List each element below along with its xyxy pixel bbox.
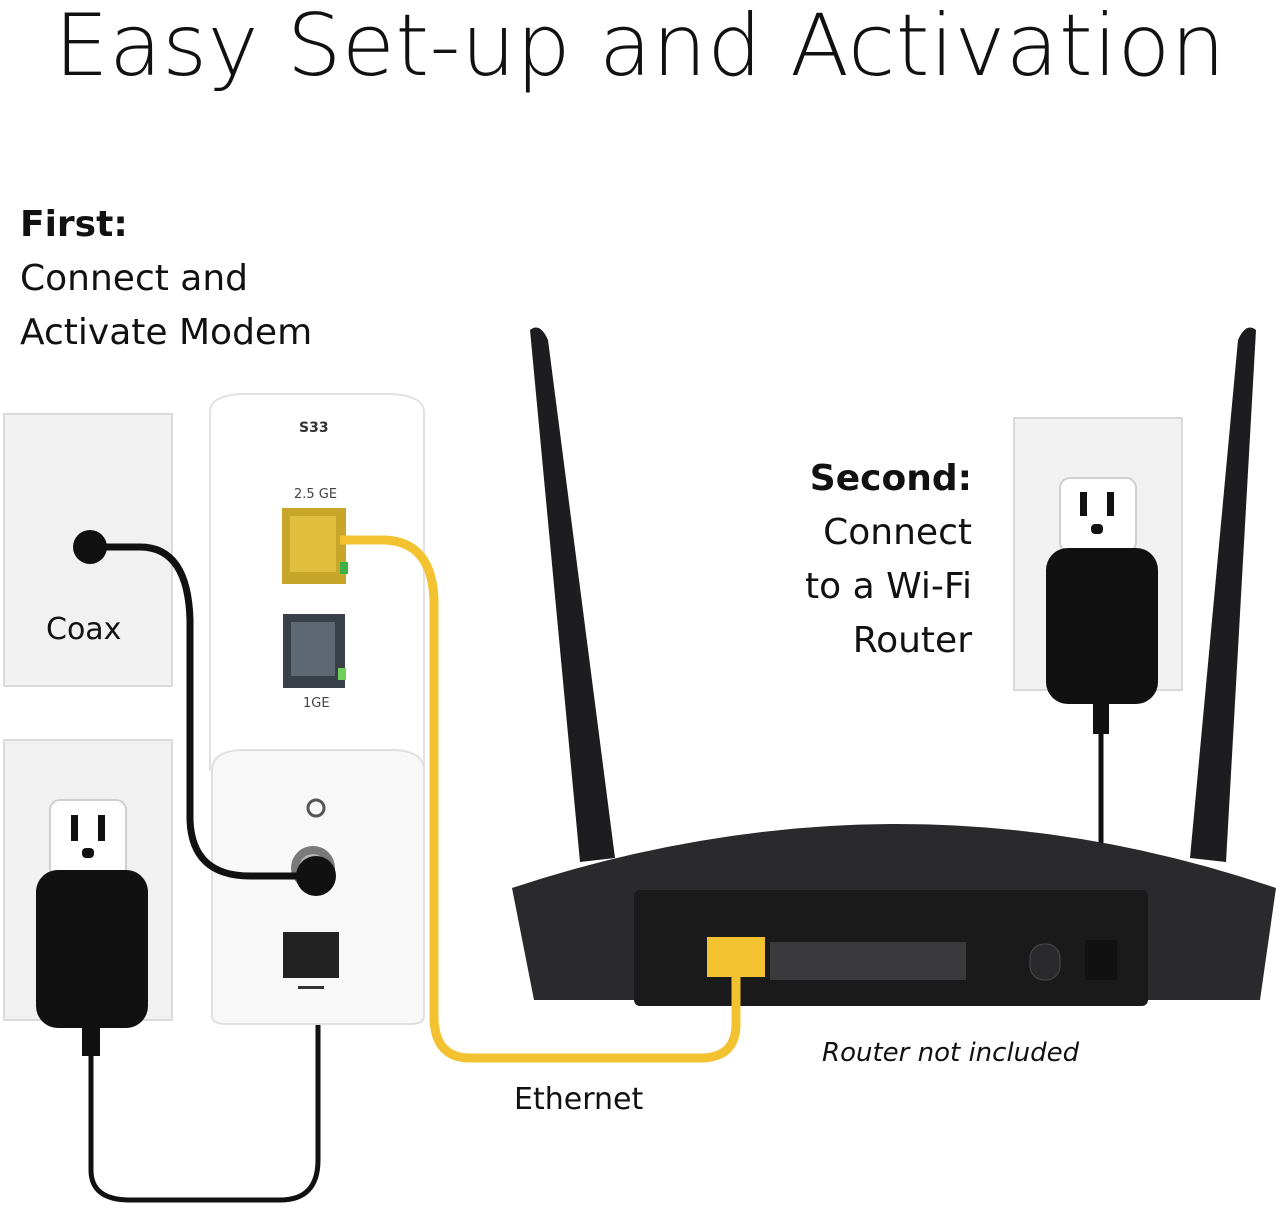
step-first-heading: First:: [20, 204, 128, 245]
modem-port-top-label: 2.5 GE: [294, 487, 338, 502]
coax-cable: [90, 543, 316, 880]
left-outlet-icon: [49, 799, 127, 879]
page-title: Easy Set-up and Activation: [54, 0, 1226, 96]
coax-modem-connector: [296, 856, 336, 896]
step-first: First: Connect and Activate Modem: [20, 198, 312, 360]
step-first-line2: Activate Modem: [20, 312, 313, 353]
step-second-heading: Second:: [809, 458, 972, 499]
left-power-adapter: [36, 870, 148, 1056]
right-power-adapter: [1046, 548, 1158, 734]
router-wan-port: [707, 937, 765, 977]
ethernet-cable: [340, 535, 741, 1063]
step-second-line2: to a Wi-Fi: [805, 566, 972, 607]
modem-model-label: S33: [299, 420, 329, 436]
coax-label: Coax: [46, 612, 122, 647]
step-second: Second: Connect to a Wi-Fi Router: [805, 452, 972, 668]
step-second-line1: Connect: [823, 512, 972, 553]
step-first-line1: Connect and: [20, 258, 249, 299]
right-outlet-icon: [1059, 477, 1137, 553]
router-not-included-note: Router not included: [822, 1038, 1080, 1068]
modem-power-cable: [88, 960, 321, 1203]
step-second-line3: Router: [852, 620, 972, 661]
coax-wall-jack: [73, 530, 107, 564]
modem-port-bottom-label: 1GE: [303, 696, 330, 711]
modem-body: [209, 393, 425, 1025]
ethernet-label: Ethernet: [514, 1082, 644, 1117]
